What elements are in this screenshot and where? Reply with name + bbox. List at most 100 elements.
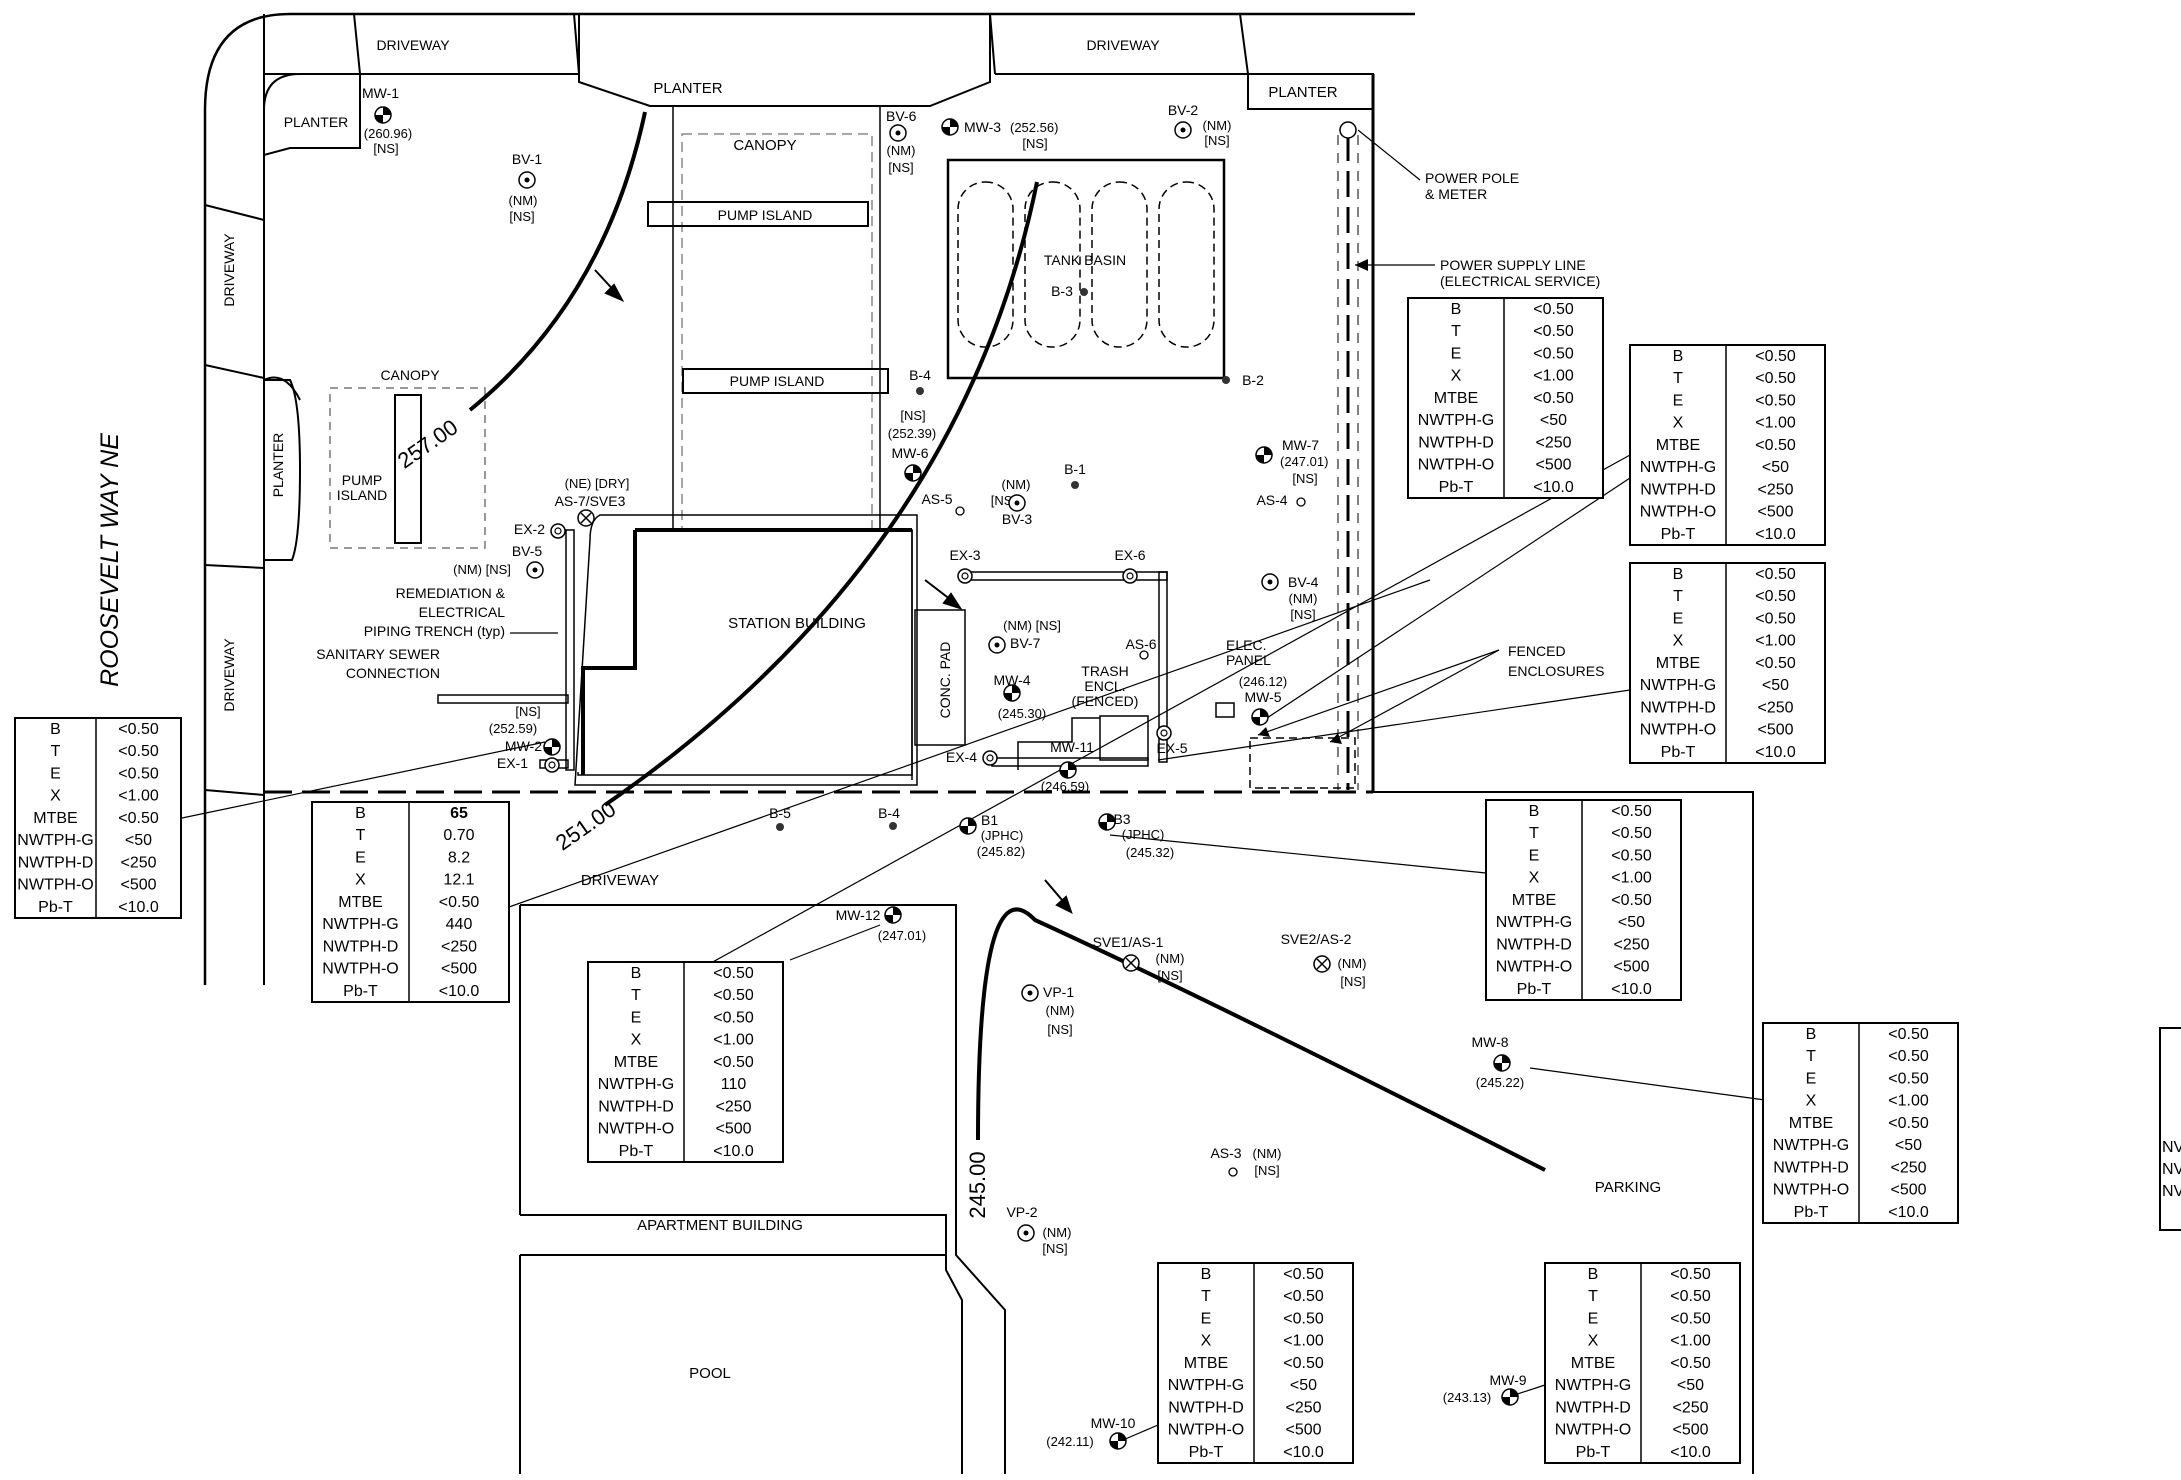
table-analyte-label: E <box>1806 1070 1817 1087</box>
table-analyte-label: T <box>1806 1048 1816 1065</box>
label-planter-top-right: PLANTER <box>1268 84 1337 101</box>
label-driveway-south: DRIVEWAY <box>581 872 659 889</box>
label-planter-left: PLANTER <box>270 433 286 498</box>
well-as-6-label: AS-6 <box>1125 636 1156 652</box>
table-value: <0.50 <box>1283 1266 1324 1283</box>
label-canopy-main: CANOPY <box>733 137 796 154</box>
table-analyte-label: X <box>1806 1093 1817 1110</box>
well-mw-6-note: [NS] <box>900 408 925 423</box>
table-analyte-label: MTBE <box>1184 1355 1228 1372</box>
well-mw-2-label: MW-2 <box>505 738 542 754</box>
tank-basin <box>948 160 1224 378</box>
label-station-building: STATION BUILDING <box>728 615 866 632</box>
well-bv-2-label: BV-2 <box>1168 102 1199 118</box>
label-driveway-top-left: DRIVEWAY <box>376 37 450 53</box>
table-value: <1.00 <box>118 788 159 805</box>
results-table-mw-11: B<0.50T<0.50E<0.50X<1.00MTBE<0.50NWTPH-G… <box>1486 800 1681 1000</box>
table-analyte-label: X <box>1529 870 1540 887</box>
well-bv-5-note: (NM) [NS] <box>453 562 511 577</box>
results-table-mw-10: B<0.50T<0.50E<0.50X<1.00MTBE<0.50NWTPH-G… <box>1158 1263 1353 1463</box>
table-analyte-label: Pb-T <box>1661 744 1696 761</box>
well-bv-2-note: [NS] <box>1204 133 1229 148</box>
table-analyte-label: X <box>1673 633 1684 650</box>
label-power-pole: POWER POLE <box>1425 170 1519 186</box>
well-mw-6-note: (252.39) <box>888 426 936 441</box>
table-analyte-label: NWTPH-O <box>1640 722 1716 739</box>
table-value: <50 <box>1540 412 1567 429</box>
label-elec-panel: ELEC. <box>1226 637 1266 653</box>
table-analyte-label: B <box>1588 1266 1599 1283</box>
label-parking: PARKING <box>1595 1179 1661 1196</box>
label-power-pole: & METER <box>1425 186 1487 202</box>
bv-well-symbol <box>1009 495 1025 511</box>
table-value: <250 <box>1890 1159 1926 1176</box>
power-supply-line <box>1216 122 1358 790</box>
table-value: <500 <box>1613 959 1649 976</box>
table-value: <0.50 <box>1283 1355 1324 1372</box>
results-table-mw-5b: B<0.50T<0.50E<0.50X<1.00MTBE<0.50NWTPH-G… <box>1630 563 1825 763</box>
table-analyte-label: E <box>1529 847 1540 864</box>
table-value: <500 <box>1757 722 1793 739</box>
contour-label: 257.00 <box>393 414 462 473</box>
table-analyte-label: E <box>355 849 366 866</box>
mw-well-symbol <box>1004 685 1020 701</box>
table-value: <10.0 <box>1283 1444 1324 1461</box>
table-value: <250 <box>120 854 156 871</box>
station-building <box>575 515 965 785</box>
table-analyte-label: NWTPH-O <box>598 1121 674 1138</box>
table-analyte-label: B <box>1529 803 1540 820</box>
as-well-symbol <box>1297 498 1305 506</box>
well-as-7-sve3-label: AS-7/SVE3 <box>555 493 626 509</box>
label-trash-encl: ENCL. <box>1084 678 1125 694</box>
well-mw-6-label: MW-6 <box>891 445 928 461</box>
label-pump-island-left: PUMP <box>342 472 382 488</box>
table-value: <0.50 <box>118 721 159 738</box>
well-bv-2-note: (NM) <box>1203 118 1232 133</box>
b-well-symbol <box>1080 288 1088 296</box>
table-analyte-label: NWTPH-D <box>598 1098 674 1115</box>
well-bv-6-note: [NS] <box>888 160 913 175</box>
table-value: <0.50 <box>1755 392 1796 409</box>
label-apartment-building: APARTMENT BUILDING <box>637 1217 803 1234</box>
bv-well-symbol <box>527 562 543 578</box>
mw-well-symbol <box>1502 1389 1518 1405</box>
table-analyte-label: Pb-T <box>1661 526 1696 543</box>
mw-well-symbol <box>375 107 391 123</box>
b-well-symbol <box>776 823 784 831</box>
table-analyte-label: T <box>1201 1288 1211 1305</box>
table-value: <0.50 <box>1755 348 1796 365</box>
table-value: 8.2 <box>448 849 470 866</box>
well-mw-3-label: MW-3 <box>964 119 1001 135</box>
well-ex-6-label: EX-6 <box>1114 547 1145 563</box>
table-value: <500 <box>1890 1182 1926 1199</box>
table-analyte-label: MTBE <box>1789 1115 1833 1132</box>
well-b-3-label: B-3 <box>1051 283 1073 299</box>
table-value: <250 <box>1285 1399 1321 1416</box>
well-mw-1-note: (260.96) <box>364 126 412 141</box>
well-mw-3-note: (252.56) <box>1010 120 1058 135</box>
table-value: <50 <box>1762 459 1789 476</box>
well-vp-2-note: [NS] <box>1042 1241 1067 1256</box>
well-b3-label: B3 <box>1113 811 1130 827</box>
well-bv-7-label: BV-7 <box>1010 635 1041 651</box>
table-value: <500 <box>120 877 156 894</box>
table-analyte-label: X <box>1451 368 1462 385</box>
table-value: <0.50 <box>1611 847 1652 864</box>
well-vp-2-note: (NM) <box>1043 1225 1072 1240</box>
table-analyte-label: NWTPH-O <box>1640 504 1716 521</box>
table-value: <10.0 <box>1611 981 1652 998</box>
sve-well-symbol <box>1314 956 1330 972</box>
table-value: <0.50 <box>1533 301 1574 318</box>
table-analyte-label: E <box>1588 1310 1599 1327</box>
table-analyte-label: Pb-T <box>38 899 73 916</box>
well-mw-8-label: MW-8 <box>1471 1034 1508 1050</box>
mw-well-symbol <box>1060 762 1076 778</box>
well-vp-1-note: [NS] <box>1047 1022 1072 1037</box>
well-as-4-label: AS-4 <box>1256 492 1287 508</box>
well-bv-6-note: (NM) <box>887 143 916 158</box>
table-analyte-label: NWTPH-G <box>1640 677 1716 694</box>
table-analyte-label: NWTPH-G <box>322 916 398 933</box>
table-analyte-label: NWTPH-O <box>17 877 93 894</box>
